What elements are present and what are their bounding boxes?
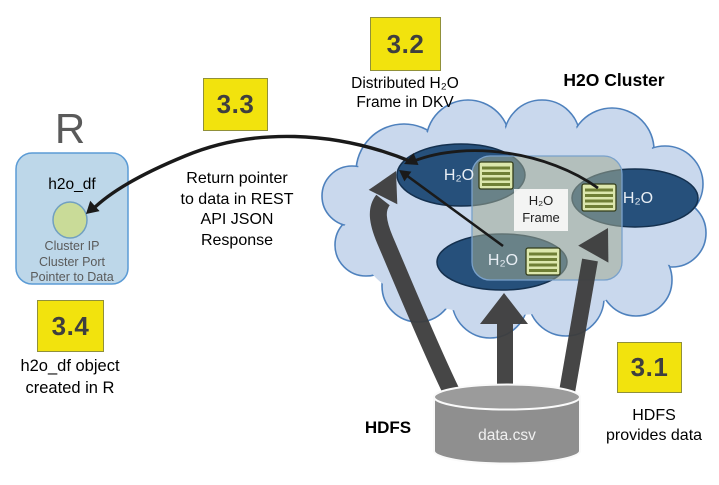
hdfs-system-label: HDFS: [364, 418, 412, 437]
h2o-df-object-label: h2o_df: [48, 176, 96, 193]
frame-label-line: H₂O: [528, 193, 554, 208]
pointer-field-line: Cluster IP: [44, 239, 100, 253]
striped-dataframe-chunk-icon: [478, 161, 514, 190]
r-runtime-label: R: [54, 105, 86, 152]
step-badge-3-4: 3.4: [37, 300, 104, 352]
h2o-node-label-right: H₂O: [622, 190, 654, 207]
h2o-node-label-top-left: H₂O: [443, 167, 475, 184]
h2o-node-label-bottom: H₂O: [487, 252, 519, 269]
r-client-box: [15, 152, 129, 285]
step-badge-label: 3.4: [51, 310, 90, 341]
striped-dataframe-chunk-icon: [581, 183, 617, 212]
step-3-3-caption: Return pointer to data in REST API JSON …: [152, 169, 322, 251]
caption-line: HDFS: [632, 407, 676, 424]
step-badge-label: 3.1: [630, 352, 669, 382]
hdfs-to-node-arrow-middle: [480, 293, 528, 392]
striped-dataframe-chunk-icon: [525, 247, 561, 276]
return-pointer-arrow: [86, 134, 413, 214]
step-badge-3-3: 3.3: [203, 78, 268, 131]
caption-line: Distributed H₂O: [351, 75, 459, 92]
h2o-frame-label-bg: [514, 189, 568, 231]
caption-line: Return pointer: [186, 170, 288, 187]
intra-cluster-arrow-from-bottom-node: [399, 170, 504, 248]
caption-line: Response: [200, 231, 274, 249]
hdfs-to-node-arrow-left: [368, 171, 460, 397]
hdfs-datastore-cylinder: [433, 383, 581, 465]
step-badge-3-2: 3.2: [370, 17, 441, 71]
step-3-4-caption: h2o_df object created in R: [0, 356, 145, 399]
step-3-2-caption: Distributed H₂O Frame in DKV: [325, 74, 485, 112]
pointer-field-line: Pointer to Data: [30, 270, 114, 284]
pointer-dot-icon: [52, 201, 88, 239]
pointer-fields: Cluster IP Cluster Port Pointer to Data: [10, 239, 134, 286]
hdfs-load-arrows: [368, 171, 609, 397]
pointer-field-line: Cluster Port: [39, 254, 105, 269]
caption-line: API JSON: [200, 211, 274, 228]
step-badge-label: 3.2: [386, 28, 425, 59]
caption-line: created in R: [25, 378, 115, 397]
hdfs-to-node-arrow-right: [559, 228, 609, 394]
caption-line: to data in REST: [180, 190, 294, 208]
cluster-title: H2O Cluster: [563, 70, 665, 90]
frame-label-line: Frame: [522, 210, 560, 225]
step-badge-label: 3.3: [216, 89, 255, 119]
caption-line: Frame in DKV: [356, 94, 454, 111]
step-badge-3-1: 3.1: [617, 342, 682, 393]
caption-line: h2o_df object: [20, 357, 120, 375]
caption-line: provides data: [605, 426, 703, 444]
h2o-frame-label: H₂O Frame: [514, 192, 568, 226]
data-csv-file-label: data.csv: [478, 427, 536, 444]
step-3-1-caption: HDFS provides data: [589, 406, 719, 445]
